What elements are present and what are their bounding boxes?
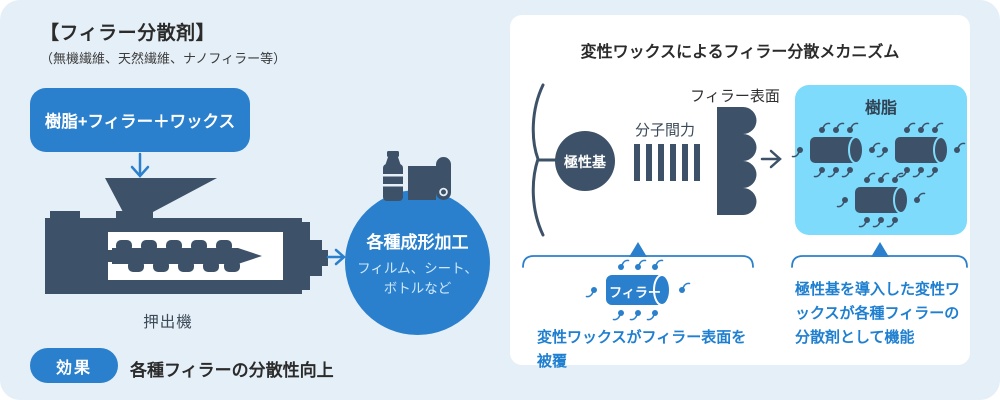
filler-capsule-label: フィラー <box>609 285 661 300</box>
bottle-icon <box>383 151 403 201</box>
effect-badge: 効果 <box>30 348 118 383</box>
resin-label: 樹脂 <box>864 100 897 117</box>
filler-capsule-icon <box>585 259 691 321</box>
mechanism-title: 変性ワックスによるフィラー分散メカニズム <box>580 44 900 61</box>
filler-surface-label: フィラー表面 <box>690 88 780 105</box>
right-bracket <box>791 255 968 268</box>
film-roll-icon <box>408 157 451 200</box>
polar-group-label: 極性基 <box>564 154 606 170</box>
polar-group-circle <box>555 131 615 191</box>
molding-circle-title: 各種成形加工 <box>366 232 469 252</box>
page-title: 【フィラー分散剤】 <box>40 23 216 44</box>
filler-surface-shape <box>717 107 757 215</box>
molecular-force-label: 分子間力 <box>634 122 695 139</box>
effect-text: 各種フィラーの分散性向上 <box>130 361 334 380</box>
down-arrow-icon <box>130 152 150 178</box>
molding-circle-subtitle: フィルム、シート、 ボトルなど <box>357 260 478 296</box>
coated-filler-capsule <box>793 123 965 226</box>
molding-circle: 各種成形加工 フィルム、シート、 ボトルなど <box>345 190 490 335</box>
caption-dispersant-function: 極性基を導入した変性ワックスが各種フィラーの分散剤として機能 <box>795 281 961 346</box>
right-bracket-pointer <box>871 242 889 257</box>
page-subtitle: （無機繊維、天然繊維、ナノフィラー等） <box>40 51 287 66</box>
left-bracket-pointer <box>629 242 647 257</box>
mechanism-arrow-icon <box>760 149 782 169</box>
wax-chain-icon <box>531 83 558 237</box>
molecular-force-bars <box>634 144 700 181</box>
caption-wax-coating: 変性ワックスがフィラー表面を被覆 <box>537 329 747 370</box>
extruder-icon <box>45 178 328 294</box>
extruder-label: 押出機 <box>143 314 193 331</box>
mixture-box-label: 樹脂+フィラー＋ワックス <box>44 113 236 131</box>
right-arrow-icon <box>326 248 346 266</box>
mixture-box: 樹脂+フィラー＋ワックス <box>30 88 250 152</box>
